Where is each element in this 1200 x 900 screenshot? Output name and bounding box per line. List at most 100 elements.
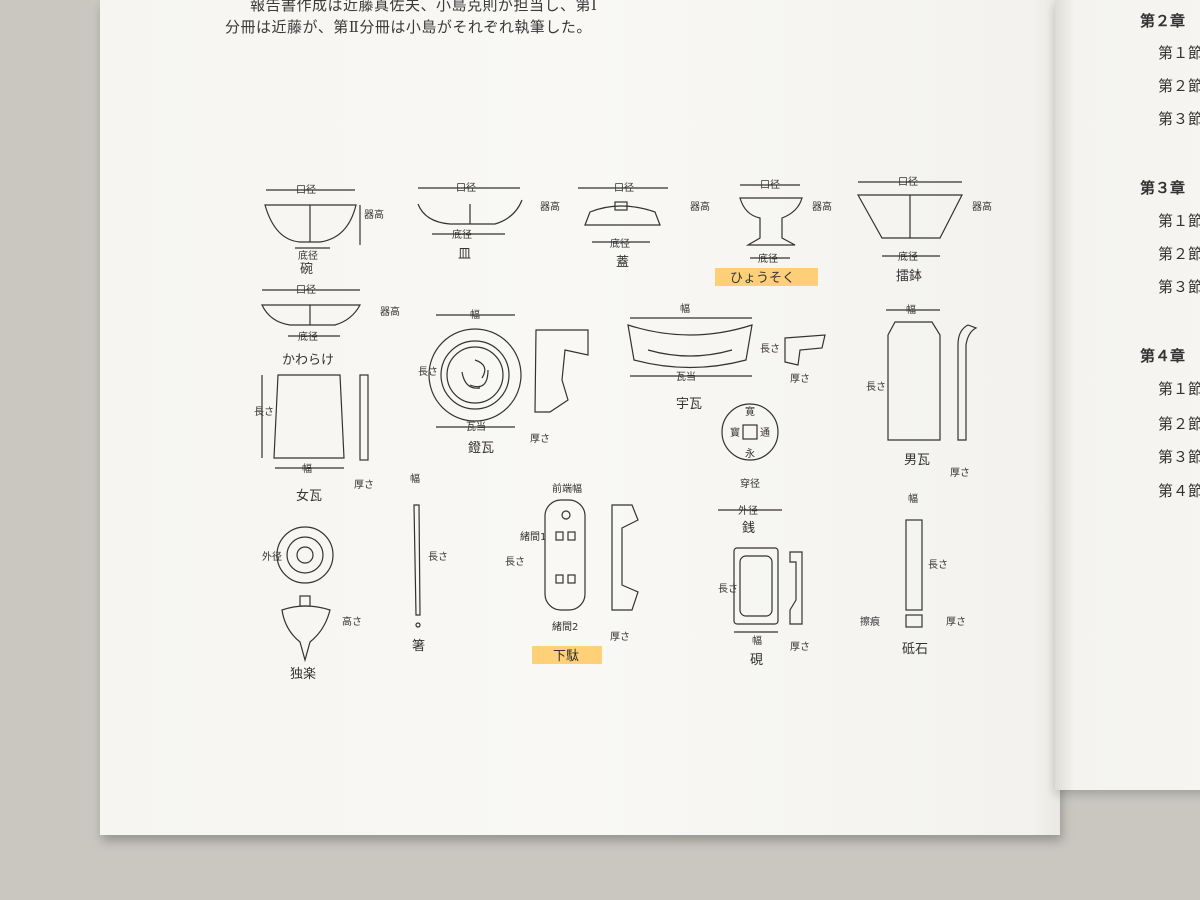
dim-kokei: 口径 [760,178,780,191]
dim-haba: 幅 [680,302,690,315]
toc-section: 第３節 [1158,110,1200,128]
dim-teikei: 底径 [298,249,318,262]
dim-nagasa: 長さ [928,559,948,571]
dim-gawaate: 瓦当 [676,370,696,383]
label-geta: 下駄 [553,649,579,664]
dim-takasa: 高さ [342,615,362,628]
dim-kikou: 器高 [364,208,384,221]
suzuri-drawing: 長さ 幅 厚さ 硯 [718,547,810,668]
toc-section: 第３節 [1158,278,1200,296]
nokigawara-drawing: 幅 長さ 瓦当 厚さ 鐙瓦 [418,308,589,456]
dim-kikou: 器高 [812,200,832,213]
dim-hanao1: 緒間1 [520,530,546,543]
nokihiragawara-drawing: 幅 長さ 瓦当 厚さ 宇瓦 [627,302,826,412]
toc-section: 第４節 [1158,482,1200,500]
toc-section: 第２節 [1158,245,1200,263]
header-line-2: 分冊は近藤が、第Ⅱ分冊は小島がそれぞれ執筆した。 [225,18,592,36]
dim-nagasa: 長さ [254,406,274,418]
label-koma: 独楽 [290,666,316,682]
coin-char-4: 寳 [730,426,740,439]
dim-senkei: 穿径 [740,477,760,490]
dim-haba: 幅 [908,492,918,505]
wan-drawing: 口径 底径 器高 碗 [264,183,384,277]
dim-kikou: 器高 [540,200,560,213]
dim-haba: 幅 [470,308,480,321]
koma-drawing: 外径 高さ 独楽 [262,526,362,682]
label-toishi: 砥石 [902,642,928,657]
futa-drawing: 口径 底径 器高 蓋 [578,181,710,270]
sara-drawing: 口径 底径 器高 皿 [417,181,560,262]
toc-section: 第２節 [1158,77,1200,95]
kawarake-drawing: 口径 底径 器高 かわらけ [261,283,400,368]
zeni-drawing: 寛 永 通 寳 穿径 外径 銭 [718,403,782,536]
dim-atsusa: 厚さ [790,641,810,653]
dim-haba: 幅 [410,472,420,485]
dim-teikei: 底径 [898,250,918,263]
dim-gaikei: 外径 [262,550,282,563]
header-line-1: 報告書作成は近藤真佐夫、小島克則が担当し、第Ⅰ [250,0,598,14]
dim-atsusa: 厚さ [610,631,630,643]
dim-nagasa: 長さ [505,556,525,568]
dim-gaikei: 外径 [738,504,758,517]
dim-kikou: 器高 [380,305,400,318]
dim-kikou: 器高 [972,200,992,213]
coin-char-3: 通 [760,427,770,439]
label-zeni: 銭 [742,521,755,536]
label-sara: 皿 [458,247,471,262]
label-suribachi: 擂鉢 [896,269,922,284]
dim-kokei: 口径 [296,183,316,196]
geta-drawing: 前端幅 緒間1 長さ 緒間2 厚さ 下駄 [505,482,639,664]
dim-teikei: 底径 [610,237,630,250]
dim-atsusa: 厚さ [950,467,970,479]
dim-surekon: 擦痕 [860,615,880,628]
toishi-drawing: 幅 長さ 擦痕 厚さ 砥石 [860,492,966,657]
dim-nagasa: 長さ [418,366,438,378]
toc-chapter-3: 第３章 [1140,179,1186,197]
label-megawara: 女瓦 [296,488,322,504]
label-hashi: 箸 [412,638,425,654]
coin-char-2: 永 [745,447,755,460]
suribachi-drawing: 口径 底径 器高 擂鉢 [856,175,992,284]
toc-section: 第３節 [1158,448,1200,466]
dim-teikei: 底径 [298,330,318,343]
dim-kokei: 口径 [456,181,476,194]
hyousoku-drawing: 口径 底径 器高 ひょうそく [715,178,832,286]
right-page [1055,0,1200,790]
dim-hanao2: 緒間2 [552,620,578,633]
dim-atsusa: 厚さ [354,479,374,491]
dim-atsusa: 厚さ [530,433,550,445]
dim-nagasa: 長さ [428,551,448,563]
dim-kokei: 口径 [296,283,316,296]
label-nokihiragawara: 宇瓦 [676,397,702,412]
toc-section: 第１節 [1158,212,1200,230]
label-futa: 蓋 [616,255,629,270]
coin-char-1: 寛 [745,405,755,418]
hashi-drawing: 幅 長さ 箸 [410,472,448,654]
dim-gawaate: 瓦当 [466,420,486,433]
label-hyousoku: ひょうそく [730,271,795,286]
dim-kokei: 口径 [614,181,634,194]
toc-chapter-2: 第２章 [1140,12,1186,30]
label-wan: 碗 [300,261,313,277]
toc-section: 第１節 [1158,44,1200,62]
dim-teikei: 底径 [452,228,472,241]
toc-chapter-4: 第４章 [1140,347,1186,365]
dim-kikou: 器高 [690,200,710,213]
label-ogawara: 男瓦 [904,453,930,468]
label-kawarake: かわらけ [282,353,334,368]
dim-nagasa: 長さ [760,343,780,355]
dim-atsusa: 厚さ [790,373,810,385]
left-page [100,0,1060,835]
dim-zentanhaba: 前端幅 [552,482,582,495]
dim-nagasa: 長さ [718,583,738,595]
dim-haba: 幅 [752,634,762,647]
toc-section: 第２節 [1158,415,1200,433]
dim-atsusa: 厚さ [946,616,966,628]
dim-kokei: 口径 [898,175,918,188]
dim-haba: 幅 [302,462,312,475]
label-nokigawara: 鐙瓦 [468,441,494,456]
dim-teikei: 底径 [758,252,778,265]
dim-nagasa: 長さ [866,381,886,393]
